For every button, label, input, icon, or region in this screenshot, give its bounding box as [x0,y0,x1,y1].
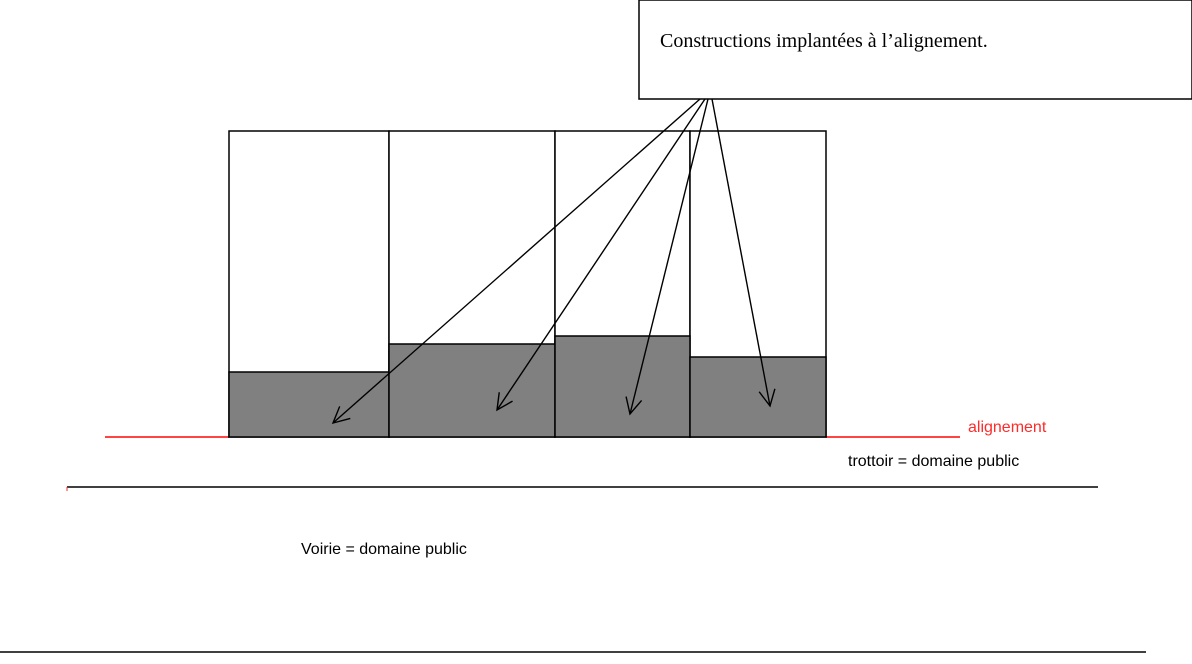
alignement-label: alignement [968,419,1047,436]
building-1-ground-block [228,371,390,438]
callout-box [638,0,1192,100]
callout-arrows [331,98,776,425]
voirie-label: Voirie = domaine public [301,541,467,558]
arrow-to-building-4 [711,98,776,408]
building-4-ground-block [689,356,827,438]
buildings [228,130,827,438]
callout-text: Constructions implantées à l’alignement. [660,30,988,52]
arrow-to-building-2 [496,98,706,412]
arrow-to-building-3 [625,98,709,416]
building-3-ground-block [554,335,691,438]
arrow-to-building-1 [331,98,701,425]
building-2-ground-block [388,343,556,438]
trottoir-label: trottoir = domaine public [848,453,1019,470]
